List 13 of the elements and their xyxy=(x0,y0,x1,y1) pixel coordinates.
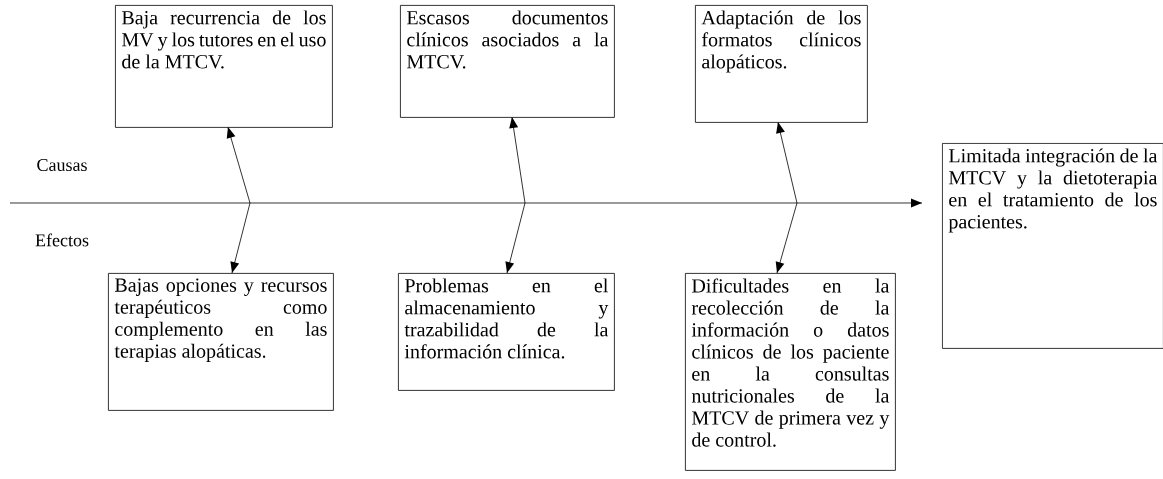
arrow xyxy=(9,198,923,208)
text-box: Dificultades en la recolección de la información o datos clínicos de los paciente en la consultas nutricionales de la MTCV de primera vez y de control. xyxy=(685,273,896,471)
arrow xyxy=(775,122,798,274)
text-box: Bajas opciones y recursos terapéuticos como complemento en las terapias alopáticas. xyxy=(108,273,334,411)
side-label: Efectos xyxy=(35,233,89,247)
side-label: Causas xyxy=(37,158,87,172)
arrow xyxy=(226,127,251,274)
text-box: Limitada integración de la MTCV y la dietoterapia en el tratamiento de los pacientes. xyxy=(942,143,1163,349)
text-box: Adaptación de los formatos clínicos alopáticos. xyxy=(695,5,868,123)
text-box: Baja recurrencia de los MV y los tutores en el uso de la MTCV. xyxy=(115,5,333,128)
arrow xyxy=(505,117,526,274)
text-box: Problemas en el almacenamiento y trazabilidad de la información clínica. xyxy=(398,273,615,391)
text-box: Escasos documentos clínicos asociados a la MTCV. xyxy=(400,5,615,118)
